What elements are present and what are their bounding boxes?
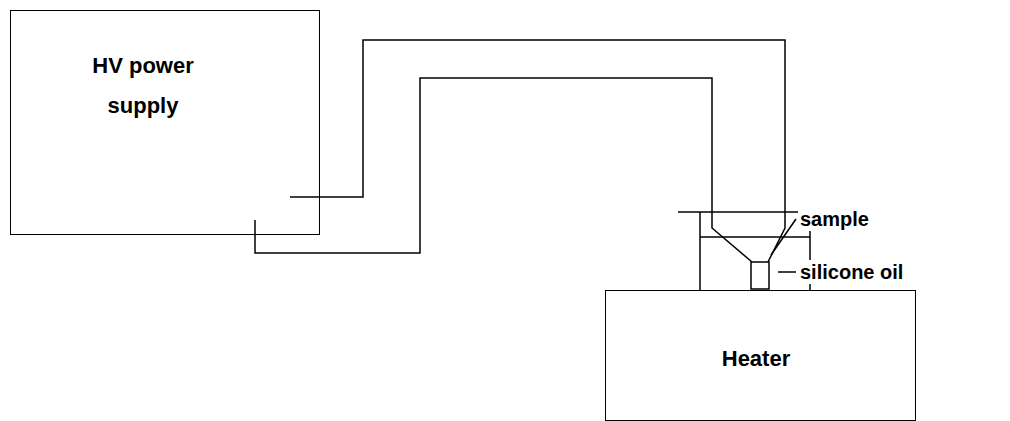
supply-wire [290, 40, 785, 262]
box-label: HV power supply [73, 46, 213, 126]
process-box: Heater [605, 290, 916, 421]
container-wall [699, 212, 701, 290]
leader-line [778, 271, 796, 273]
process-box: HV power supply [10, 10, 320, 235]
leader-line [771, 219, 796, 255]
supply-wire [255, 78, 752, 262]
sample-piece [751, 262, 769, 289]
box-label: Heater [606, 339, 906, 379]
part-label: sample [798, 207, 871, 231]
oil-surface [700, 236, 810, 238]
part-label: silicone oil [798, 260, 905, 284]
